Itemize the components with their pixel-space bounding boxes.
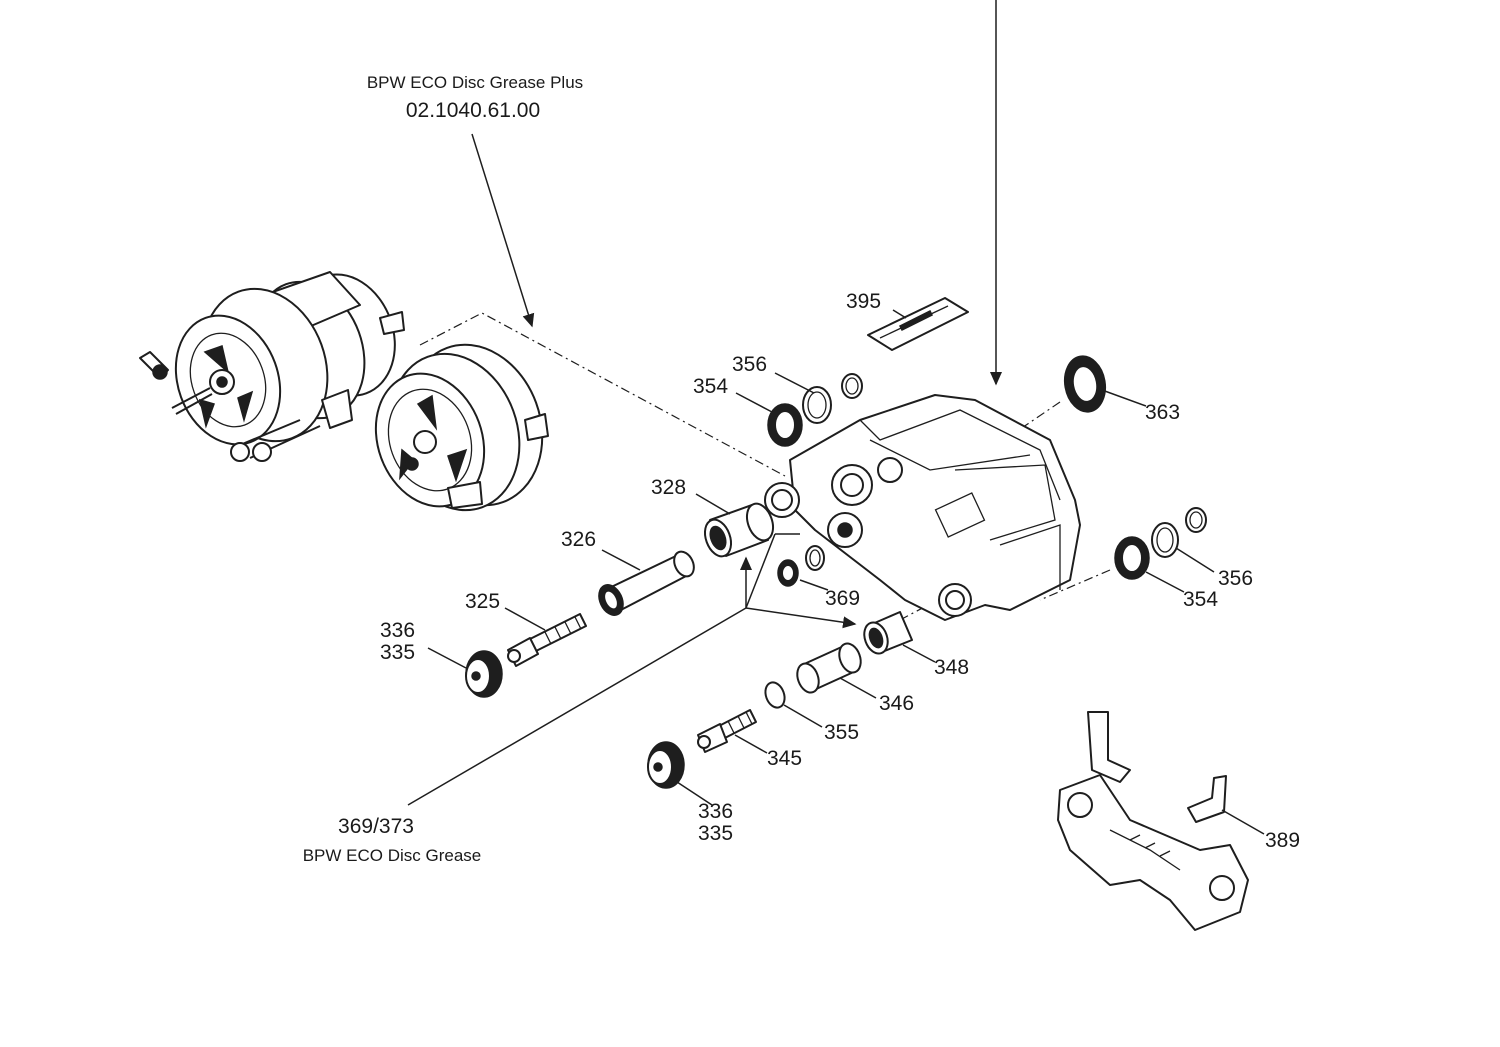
- grease-nipple-369: [777, 545, 825, 587]
- part-label-328: 328: [651, 476, 686, 499]
- part-label-395: 395: [846, 290, 881, 313]
- part-label-389: 389: [1265, 829, 1300, 852]
- bolt-345: [697, 709, 757, 753]
- bolt-325: [507, 613, 587, 667]
- grease-name: BPW ECO Disc Grease: [303, 846, 482, 865]
- annotation-texts: BPW ECO Disc Grease Plus 02.1040.61.00 3…: [303, 73, 583, 865]
- brake-carrier-389: [1057, 711, 1249, 931]
- brake-caliper-housing: [764, 394, 1081, 621]
- part-label-335-upper: 335: [380, 641, 415, 664]
- bush-348: [863, 611, 913, 655]
- part-label-356-right: 356: [1218, 567, 1253, 590]
- seal-363: [1063, 355, 1107, 413]
- service-brake-chamber: [374, 343, 549, 512]
- grease-ref: 369/373: [338, 815, 414, 838]
- grease-plus-name: BPW ECO Disc Grease Plus: [367, 73, 583, 92]
- part-label-345: 345: [767, 747, 802, 770]
- o-ring-355: [764, 681, 786, 709]
- part-label-336-upper: 336: [380, 619, 415, 642]
- leader-lines: [407, 0, 1111, 806]
- part-label-354-right: 354: [1183, 588, 1218, 611]
- part-label-356-upper: 356: [732, 353, 767, 376]
- part-label-363: 363: [1145, 401, 1180, 424]
- cap-336-335-upper: [465, 650, 503, 698]
- part-label-336-lower: 336: [698, 800, 733, 823]
- part-label-355: 355: [824, 721, 859, 744]
- callout-leaders: [427, 309, 1265, 835]
- part-label-354-upper: 354: [693, 375, 728, 398]
- sleeve-346: [796, 642, 862, 694]
- part-label-369: 369: [825, 587, 860, 610]
- seal-set-lower-right: [1114, 507, 1207, 580]
- part-label-346: 346: [879, 692, 914, 715]
- retaining-bracket-395: [867, 297, 969, 351]
- guide-sleeve-326: [598, 550, 695, 616]
- cap-336-335-lower: [647, 741, 685, 789]
- part-label-325: 325: [465, 590, 500, 613]
- part-label-335-lower: 335: [698, 822, 733, 845]
- part-label-348: 348: [934, 656, 969, 679]
- grease-plus-number: 02.1040.61.00: [406, 99, 540, 122]
- seal-set-upper: [767, 373, 863, 447]
- bush-328: [703, 502, 775, 558]
- part-number-labels: 395 356 354 363 328 326 325 336 335 369 …: [380, 290, 1300, 852]
- spring-brake-chamber: [139, 271, 405, 462]
- part-label-326: 326: [561, 528, 596, 551]
